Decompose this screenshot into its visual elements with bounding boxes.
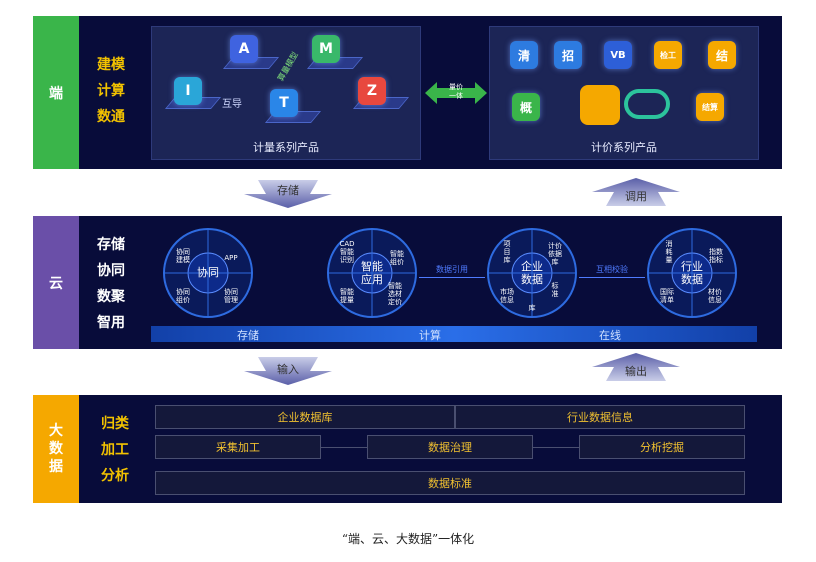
row-label-duan: 端 [33, 16, 79, 169]
price-quantity-link: 量价 一体 [425, 80, 487, 106]
app-icon-gai[interactable]: 概 [512, 93, 540, 121]
wheel-collaboration: 协同 协同 建模 APP 协同 组价 协同 管理 [161, 226, 255, 320]
measurement-caption: 计量系列产品 [253, 141, 319, 154]
output-arrow: 输出 [592, 353, 680, 383]
collect-process-box: 采集加工 [155, 435, 321, 459]
app-icon-t[interactable]: T [270, 89, 298, 117]
import-label: 互导 [222, 99, 242, 110]
pricing-caption: 计价系列产品 [591, 141, 657, 154]
model-link-label: 算量模型 [276, 50, 300, 83]
cloud-logo-icon [580, 85, 620, 125]
input-arrow: 输入 [244, 355, 332, 385]
wheel-smart-application: 智能 应用 CAD 智能 识别 智能 组价 智能 提量 智能 选材 定价 [325, 226, 419, 320]
app-icon-qing[interactable]: 清 [510, 41, 538, 69]
data-reference-link: 数据引用 [419, 264, 485, 278]
app-icon-vb[interactable]: VB [604, 41, 632, 69]
dashuju-lines: 归类 加工 分析 [101, 416, 129, 484]
row-label-dashuju: 大 数 据 [33, 395, 79, 503]
store-arrow: 存储 [244, 178, 332, 208]
app-icon-m[interactable]: M [312, 35, 340, 63]
wheel-enterprise-data: 企业 数据 项 目 库 计价 依据 库 市场 信息 标 准 库 [485, 226, 579, 320]
app-icon-z[interactable]: Z [358, 77, 386, 105]
enterprise-database-box: 企业数据库 [155, 405, 455, 429]
data-governance-box: 数据治理 [367, 435, 533, 459]
yun-panel: 存储 协同 数聚 智用 协同 协同 建模 APP 协同 组价 协同 管理 智能 … [79, 216, 782, 349]
pricing-products-panel: 清 招 VB 检工 结 概 结算 计价系列产品 [489, 26, 759, 160]
figure-caption: “端、云、大数据”一体化 [341, 532, 475, 546]
app-icon-jiangong[interactable]: 检工 [654, 41, 682, 69]
row-label-yun: 云 [33, 216, 79, 349]
measurement-products-panel: A M I T Z 互导 算量模型 计量系列产品 [151, 26, 421, 160]
analysis-mining-box: 分析挖掘 [579, 435, 745, 459]
cloud-capability-bar: 存储 计算 在线 [151, 326, 757, 342]
cloud-logo-green-icon [624, 89, 670, 119]
app-icon-i[interactable]: I [174, 77, 202, 105]
data-standard-box: 数据标准 [155, 471, 745, 495]
duan-lines: 建模 计算 数通 [97, 57, 125, 125]
duan-panel: 建模 计算 数通 A M I T Z 互导 算量模型 计量系列产品 量价 一体 … [79, 16, 782, 169]
industry-data-box: 行业数据信息 [455, 405, 745, 429]
wheel-industry-data: 行业 数据 消 耗 量 指数 指标 国际 清单 材价 信息 [645, 226, 739, 320]
app-icon-jiesuan[interactable]: 结算 [696, 93, 724, 121]
dashuju-panel: 归类 加工 分析 企业数据库 行业数据信息 采集加工 数据治理 分析挖掘 数据标… [79, 395, 782, 503]
yun-lines: 存储 协同 数聚 智用 [97, 237, 125, 331]
call-arrow: 调用 [592, 178, 680, 208]
app-icon-jie[interactable]: 结 [708, 41, 736, 69]
app-icon-a[interactable]: A [230, 35, 258, 63]
app-icon-zhao[interactable]: 招 [554, 41, 582, 69]
mutual-check-link: 互相校验 [579, 264, 645, 278]
